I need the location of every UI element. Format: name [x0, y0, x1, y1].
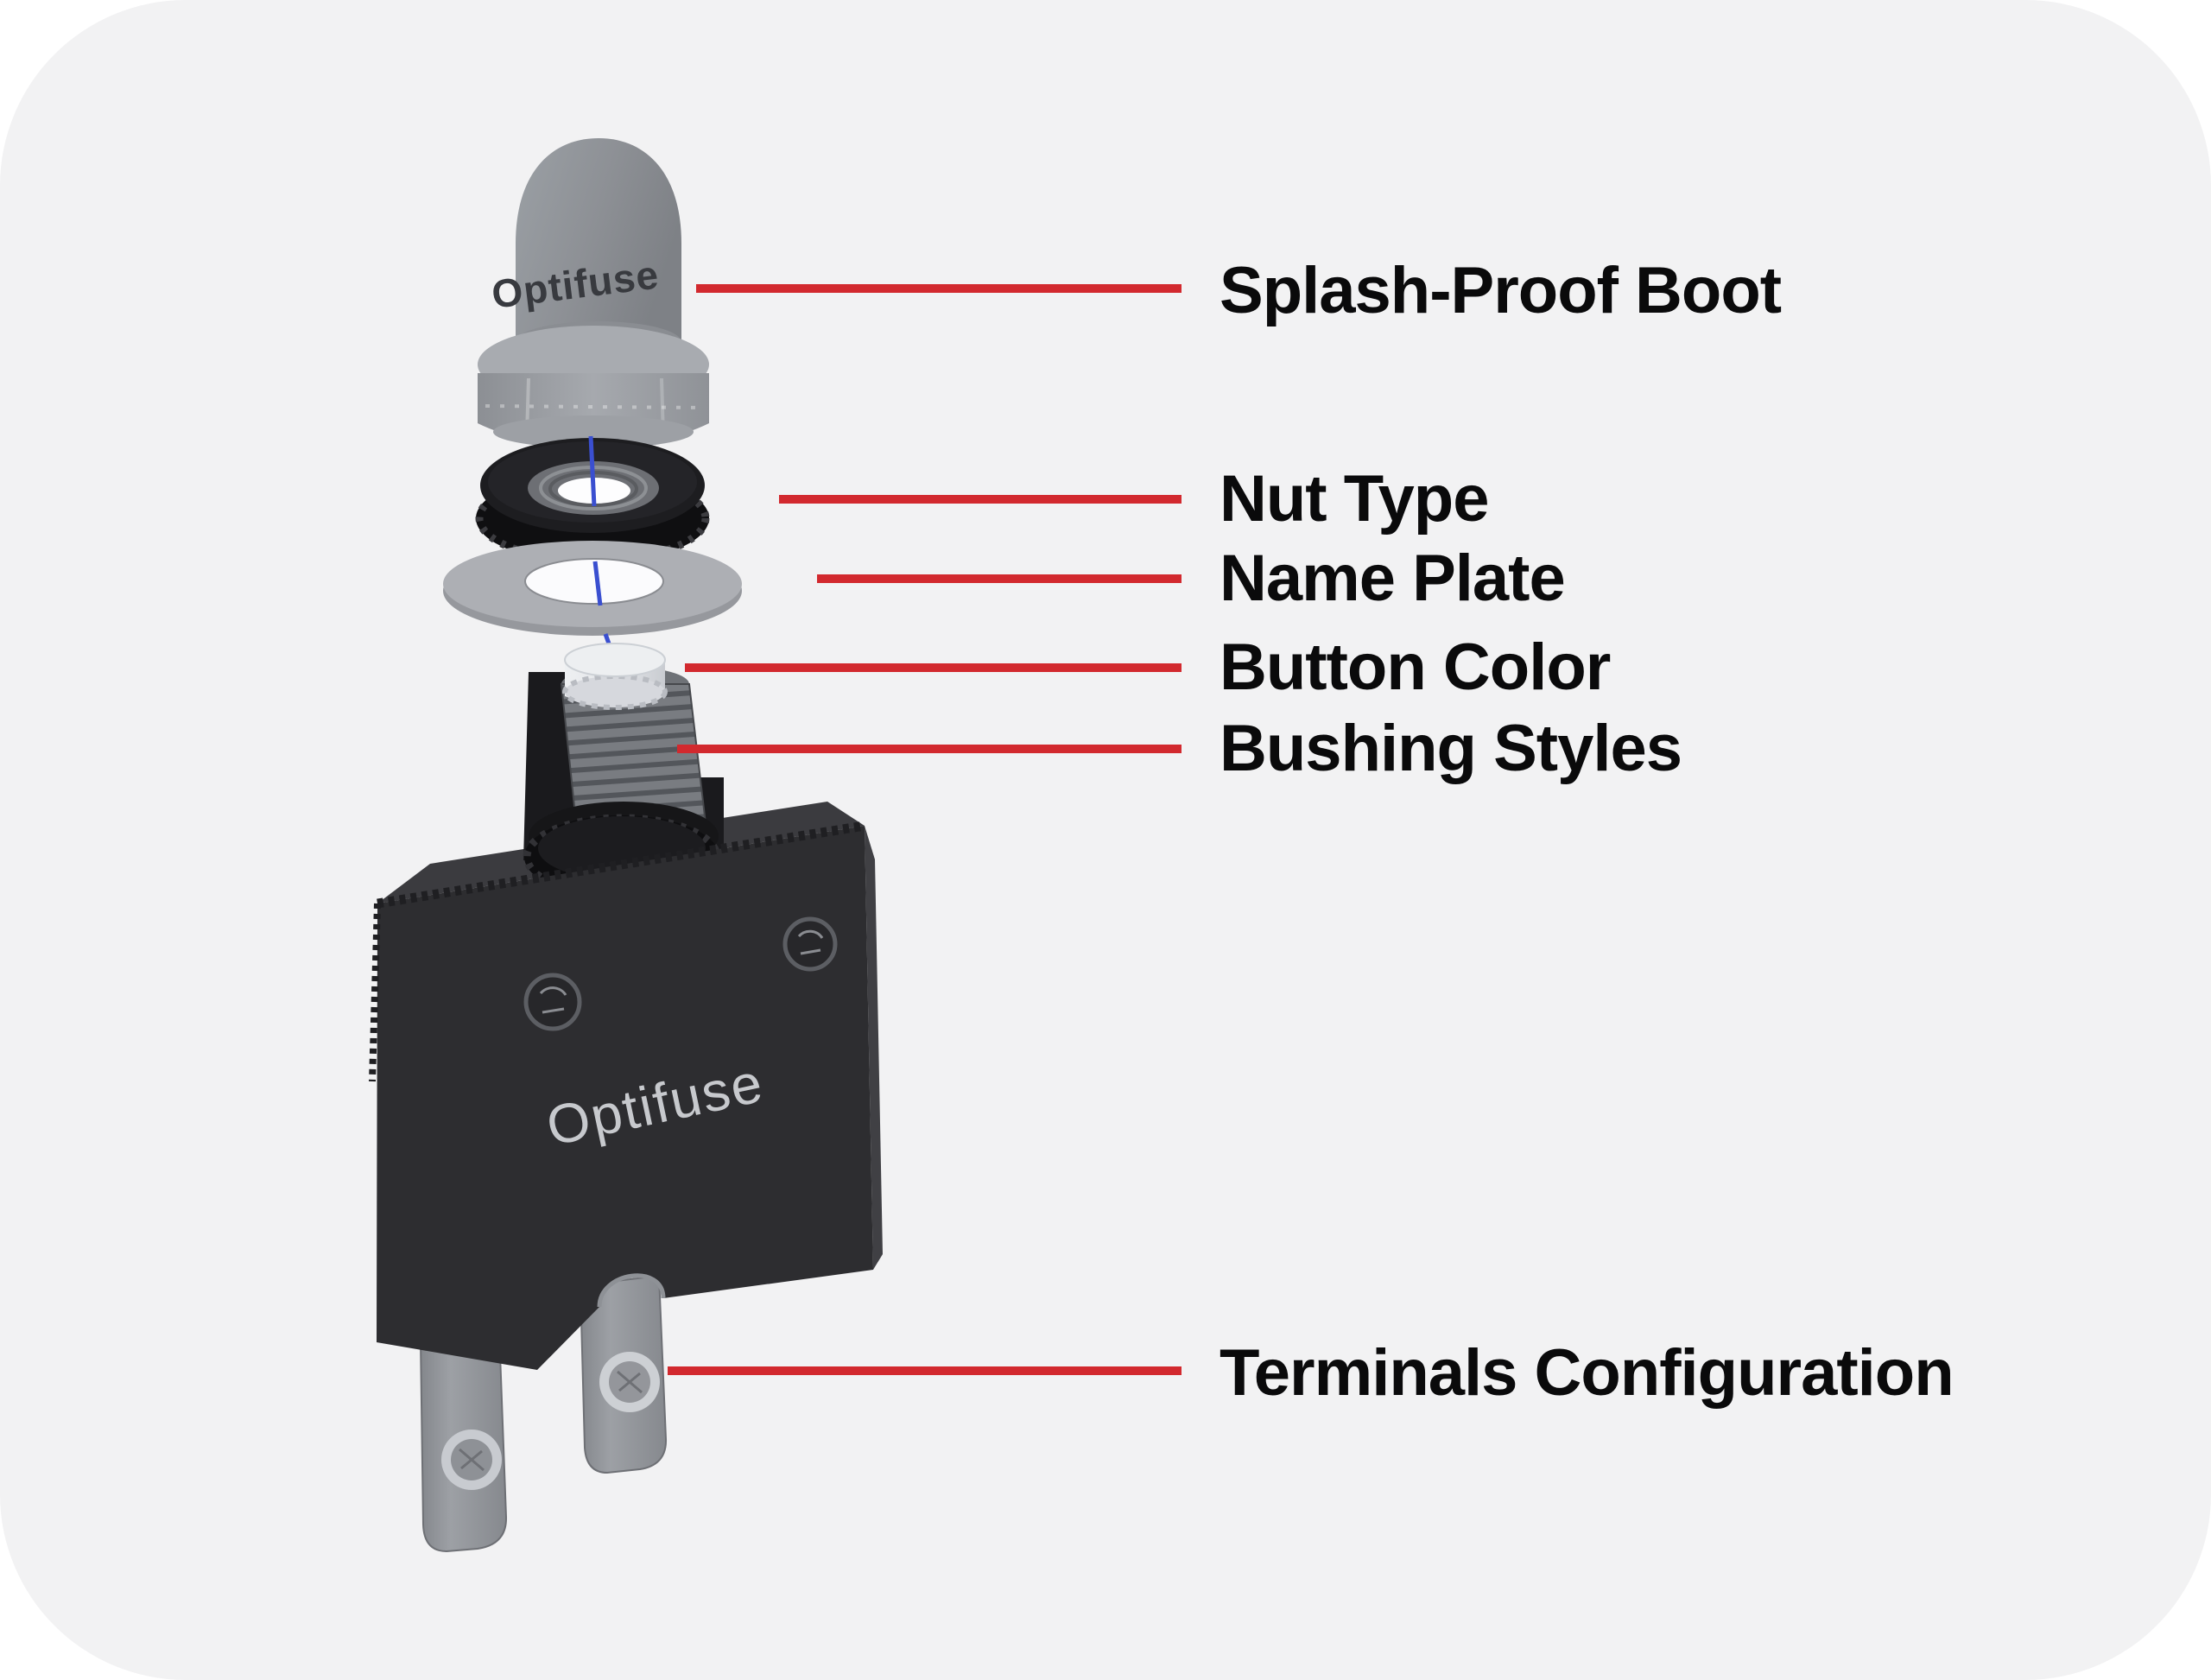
leader-line-bushing-styles — [677, 745, 1182, 753]
splash-proof-boot-part: Optifuse — [478, 138, 709, 448]
label-bushing-styles: Bushing Styles — [1220, 712, 1682, 785]
leader-line-name-plate — [817, 574, 1182, 583]
label-nut-type: Nut Type — [1220, 462, 1489, 536]
label-splash-proof-boot: Splash-Proof Boot — [1220, 254, 1782, 327]
label-name-plate: Name Plate — [1220, 542, 1566, 615]
body-notch — [597, 1273, 666, 1308]
body-serrated-edge — [377, 821, 865, 909]
name-plate-part — [443, 541, 742, 636]
nut-part — [475, 435, 710, 565]
label-terminals-configuration: Terminals Configuration — [1220, 1336, 1954, 1410]
leader-line-nut-type — [779, 495, 1182, 504]
button-part — [562, 643, 668, 710]
body-screw-left — [523, 973, 582, 1031]
body-screw-right — [782, 916, 838, 972]
leader-line-button-color — [685, 663, 1182, 672]
terminal-right — [579, 1274, 668, 1474]
terminal-left — [419, 1328, 508, 1553]
label-button-color: Button Color — [1220, 631, 1611, 704]
leader-line-terminals-configuration — [668, 1366, 1182, 1375]
leader-line-splash-proof-boot — [696, 284, 1182, 293]
axis-line-top — [588, 435, 597, 507]
axis-line-middle — [592, 561, 603, 606]
body-part: Optifuse — [369, 821, 883, 1370]
